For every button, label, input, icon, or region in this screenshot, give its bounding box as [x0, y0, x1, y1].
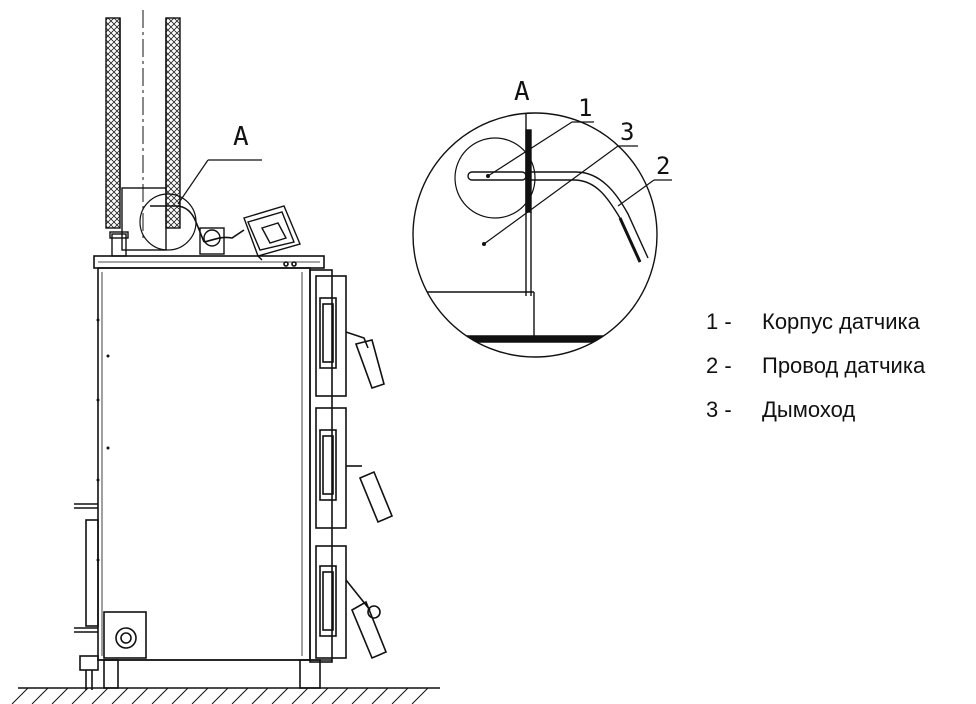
- legend-item: 2 - Провод датчика: [706, 344, 925, 388]
- legend-text: Провод датчика: [762, 353, 926, 378]
- legend-text: Дымоход: [762, 397, 856, 422]
- legend-number: 2 -: [706, 353, 732, 378]
- legend-number: 1 -: [706, 309, 732, 334]
- part-label-3: 3: [620, 118, 634, 146]
- legend-item: 1 - Корпус датчика: [706, 300, 925, 344]
- ground-line: [11, 687, 440, 704]
- parts-legend: 1 - Корпус датчика 2 - Провод датчика 3 …: [706, 300, 925, 432]
- detail-circle: [412, 112, 658, 358]
- detail-inner-circle: [454, 137, 536, 219]
- legend-item: 3 - Дымоход: [706, 388, 925, 432]
- part-label-2: 2: [656, 152, 670, 180]
- detail-title: A: [514, 77, 530, 107]
- boiler-doors: [315, 275, 394, 660]
- detail-view-a: [412, 112, 672, 358]
- sensor-probe-main: [139, 193, 245, 251]
- chimney-flue: [105, 10, 181, 251]
- main-view-label: A: [233, 122, 249, 152]
- boiler-body: [74, 255, 333, 690]
- part-label-1: 1: [578, 94, 592, 122]
- legend-number: 3 -: [706, 397, 732, 422]
- housing-dots: [96, 318, 110, 562]
- control-unit: [243, 205, 301, 261]
- callout-a-main: [177, 159, 262, 205]
- legend-text: Корпус датчика: [762, 309, 920, 334]
